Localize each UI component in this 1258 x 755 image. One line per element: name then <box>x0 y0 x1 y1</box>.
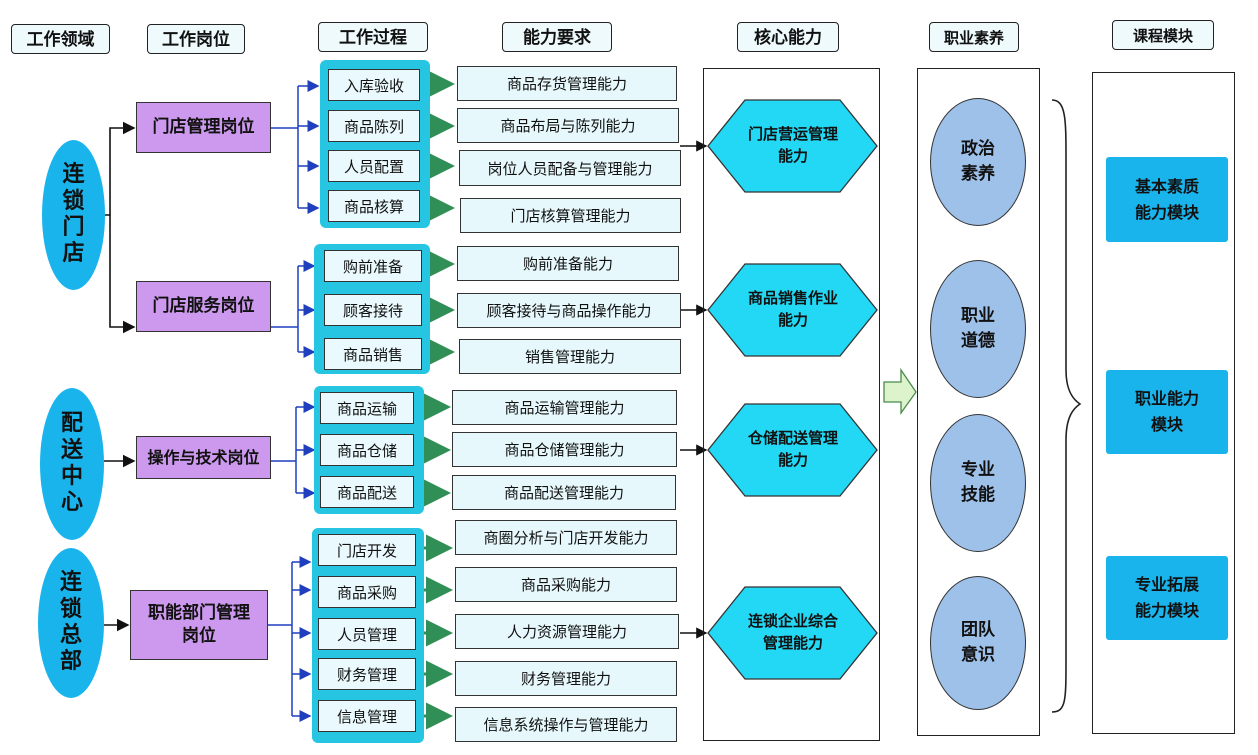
ability-item: 商品采购能力 <box>455 567 677 602</box>
module-professional-ability-line2: 模块 <box>1150 415 1183 434</box>
post-store-service: 门店服务岗位 <box>136 281 271 332</box>
core-hexagon-2 <box>707 263 878 357</box>
curly-brace <box>1051 99 1082 713</box>
domain-chain-store-label: 连锁门店 <box>62 162 85 267</box>
header-professional-quality: 职业素养 <box>929 22 1019 52</box>
quality-teamwork-line2: 意识 <box>961 645 995 665</box>
ability-item: 销售管理能力 <box>459 339 681 374</box>
ability-item: 商品配送管理能力 <box>452 475 676 510</box>
domain-post-connectors <box>104 121 136 632</box>
post-operation-technology: 操作与技术岗位 <box>136 436 271 479</box>
domain-distribution-center: 配送中心 <box>40 388 104 540</box>
core-ability-4-label: 连锁企业综合 管理能力 <box>720 587 866 679</box>
ability-item: 人力资源管理能力 <box>455 614 679 649</box>
process-item: 人员管理 <box>318 618 416 650</box>
core-hexagon-4 <box>707 586 878 680</box>
post-store-management: 门店管理岗位 <box>136 102 271 153</box>
header-work-process: 工作过程 <box>318 22 428 52</box>
module-professional-expansion: 专业拓展 能力模块 <box>1106 556 1228 640</box>
quality-ethics-line1: 职业 <box>961 305 995 326</box>
ability-item: 商品仓储管理能力 <box>452 432 677 467</box>
module-basic-quality-line1: 基本素质 <box>1134 176 1199 196</box>
core-hexagons <box>707 99 878 680</box>
process-item: 人员配置 <box>328 150 420 182</box>
header-core-ability: 核心能力 <box>737 22 839 52</box>
core-ability-4-line1: 连锁企业综合 <box>747 612 838 631</box>
module-basic-quality-line2: 能力模块 <box>1134 202 1199 222</box>
process-item: 顾客接待 <box>324 294 422 326</box>
ability-item: 顾客接待与商品操作能力 <box>457 293 681 328</box>
process-item: 商品运输 <box>320 392 414 424</box>
quality-political-line1: 政治 <box>961 138 995 159</box>
domain-chain-store: 连锁门店 <box>42 140 105 290</box>
ability-item: 门店核算管理能力 <box>460 198 681 233</box>
process-ability-connectors <box>420 70 455 730</box>
process-item: 购前准备 <box>324 250 422 282</box>
core-hexagon-1 <box>707 99 878 193</box>
domain-chain-headquarters-label: 连锁总部 <box>59 570 82 675</box>
quality-political-line2: 素养 <box>961 164 995 184</box>
core-hexagon-3 <box>707 403 878 497</box>
post-process-connectors <box>268 80 320 722</box>
quality-skills-line2: 技能 <box>961 485 995 505</box>
ability-item: 财务管理能力 <box>455 661 677 696</box>
domain-chain-headquarters: 连锁总部 <box>38 548 104 698</box>
core-ability-2-label: 商品销售作业 能力 <box>720 264 866 356</box>
post-functional-department: 职能部门管理 岗位 <box>130 590 268 660</box>
ability-item: 岗位人员配备与管理能力 <box>459 150 681 186</box>
domain-distribution-center-label: 配送中心 <box>60 411 83 516</box>
module-basic-quality: 基本素质 能力模块 <box>1106 157 1228 242</box>
big-right-arrow <box>883 367 917 416</box>
process-item: 入库验收 <box>328 69 420 101</box>
module-professional-ability-line1: 职业能力 <box>1134 389 1199 409</box>
process-item: 商品采购 <box>318 576 416 608</box>
quality-teamwork: 团队 意识 <box>930 576 1026 710</box>
quality-ethics-line2: 道德 <box>961 331 995 351</box>
process-item: 商品陈列 <box>328 110 420 142</box>
process-item: 商品配送 <box>320 476 414 508</box>
core-ability-2-line2: 能力 <box>777 311 808 329</box>
core-ability-3-line1: 仓储配送管理 <box>747 429 838 448</box>
core-ability-1-line1: 门店营运管理 <box>747 125 838 144</box>
header-work-post: 工作岗位 <box>147 24 245 54</box>
process-item: 门店开发 <box>318 534 416 566</box>
core-ability-container <box>703 68 880 741</box>
ability-item: 信息系统操作与管理能力 <box>455 707 677 742</box>
process-item: 商品销售 <box>324 338 422 370</box>
post-functional-department-line1: 职能部门管理 <box>148 603 250 624</box>
process-item: 财务管理 <box>318 658 416 690</box>
quality-skills: 专业 技能 <box>930 414 1026 552</box>
core-ability-1-line2: 能力 <box>777 147 808 165</box>
core-ability-2-line1: 商品销售作业 <box>747 289 838 308</box>
ability-item: 商品运输管理能力 <box>452 390 677 425</box>
quality-political: 政治 素养 <box>930 98 1026 226</box>
post-functional-department-line2: 岗位 <box>182 626 216 646</box>
quality-ethics: 职业 道德 <box>930 260 1026 398</box>
process-item: 信息管理 <box>318 700 416 732</box>
ability-item: 商品存货管理能力 <box>457 66 677 101</box>
ability-item: 购前准备能力 <box>457 246 679 281</box>
quality-teamwork-line1: 团队 <box>961 619 995 640</box>
quality-skills-line1: 专业 <box>961 459 995 480</box>
module-professional-expansion-line1: 专业拓展 <box>1134 575 1199 595</box>
process-item: 商品仓储 <box>320 434 414 466</box>
core-ability-3-line2: 能力 <box>777 451 808 469</box>
header-work-domain: 工作领域 <box>11 24 110 54</box>
module-professional-ability: 职业能力 模块 <box>1106 370 1228 454</box>
module-professional-expansion-line2: 能力模块 <box>1134 601 1199 620</box>
ability-item: 商品布局与陈列能力 <box>457 108 679 143</box>
header-course-module: 课程模块 <box>1112 20 1214 50</box>
ability-item: 商圈分析与门店开发能力 <box>455 520 677 555</box>
process-item: 商品核算 <box>328 190 420 222</box>
header-ability-requirement: 能力要求 <box>502 22 612 52</box>
core-ability-1-label: 门店营运管理 能力 <box>720 100 866 192</box>
core-ability-3-label: 仓储配送管理 能力 <box>720 404 866 496</box>
ability-core-connectors <box>680 140 708 639</box>
core-ability-4-line2: 管理能力 <box>762 634 823 652</box>
